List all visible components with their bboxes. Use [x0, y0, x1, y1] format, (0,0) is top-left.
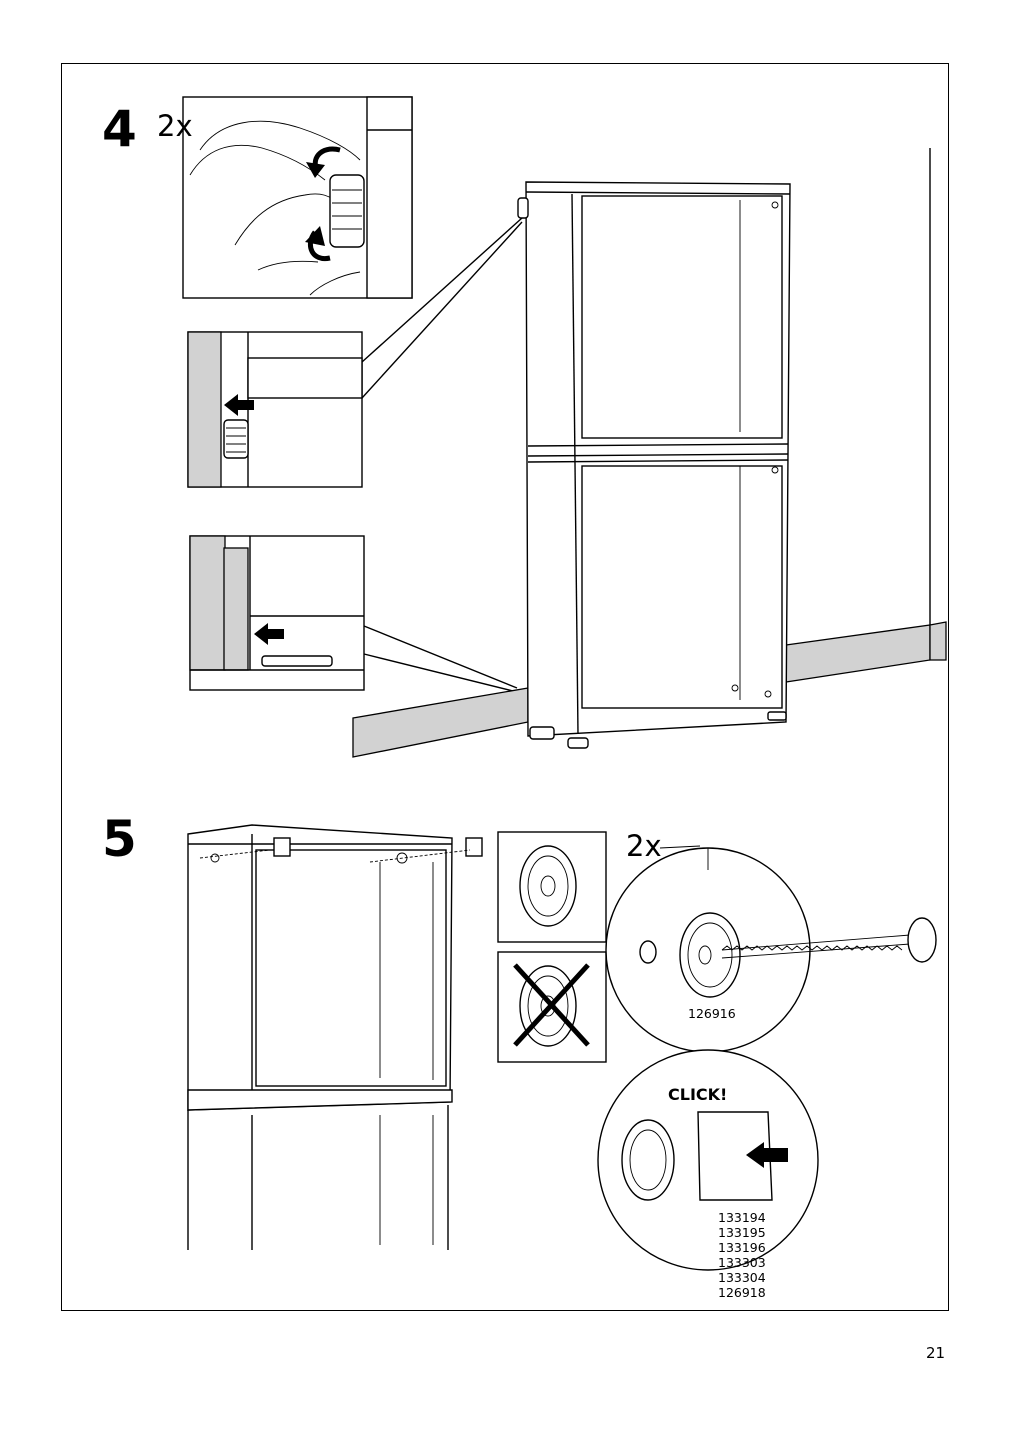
step-4-count: 2x — [157, 109, 193, 143]
cover-part-number: 126918 — [718, 1285, 766, 1300]
foot-detail-upper — [187, 217, 523, 488]
page-frame — [61, 63, 949, 1311]
washer-wrong — [497, 951, 607, 1063]
page-number: 21 — [926, 1344, 945, 1362]
step-4-number: 4 — [102, 100, 137, 158]
cover-part-number: 133194 — [718, 1210, 766, 1225]
screw-part-number: 126916 — [688, 1006, 736, 1021]
click-detail: CLICK! — [597, 1049, 819, 1271]
cover-part-number: 133303 — [718, 1255, 766, 1270]
cover-part-number: 133196 — [718, 1240, 766, 1255]
foot-detail-lower — [189, 535, 518, 693]
cover-part-number: 133195 — [718, 1225, 766, 1240]
step-5-number: 5 — [102, 810, 137, 868]
cover-part-number: 133304 — [718, 1270, 766, 1285]
cover-cap-icon — [697, 1111, 773, 1201]
bookcase-tall — [517, 181, 791, 749]
cross-out-icon — [513, 963, 590, 1047]
screw-detail: 126916 — [605, 847, 937, 1053]
step-5-count: 2x — [626, 829, 662, 863]
click-label: CLICK! — [668, 1085, 727, 1104]
screw-icon — [721, 917, 937, 963]
washer-correct — [497, 831, 607, 943]
bookcase-top-unit — [187, 824, 483, 1250]
arrow-left-icon — [224, 394, 254, 416]
arrow-left-icon — [254, 623, 284, 645]
cover-part-numbers: 133194 133195 133196 133303 133304 12691… — [718, 1210, 766, 1300]
hand-turning-foot-icon — [182, 96, 413, 299]
arrow-push-icon — [746, 1142, 788, 1168]
